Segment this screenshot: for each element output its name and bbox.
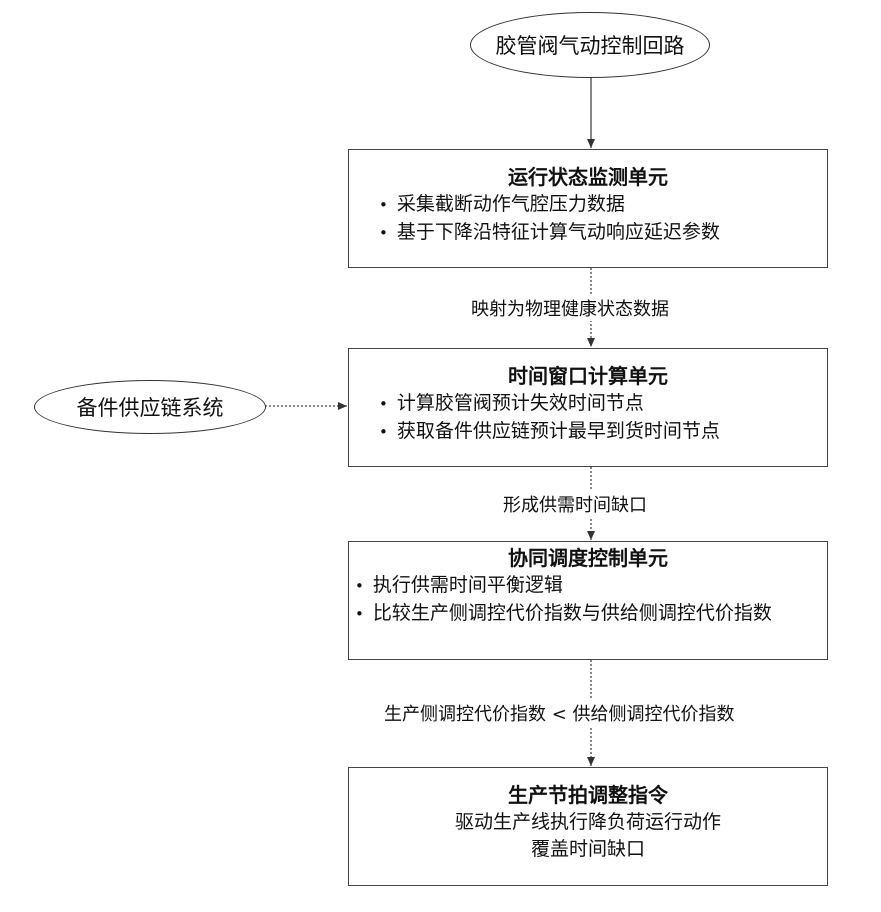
start-node: 胶管阀气动控制回路 xyxy=(470,12,710,78)
edge-label-time-gap: 形成供需时间缺口 xyxy=(503,491,647,517)
production-adjust-title: 生产节拍调整指令 xyxy=(359,782,817,809)
monitoring-unit-item: 基于下降沿特征计算气动响应延迟参数 xyxy=(379,219,817,247)
time-window-unit-item: 计算胶管阀预计失效时间节点 xyxy=(379,390,817,418)
supply-chain-node: 备件供应链系统 xyxy=(34,380,266,434)
edge-label-cost-comparison: 生产侧调控代价指数 < 供给侧调控代价指数 xyxy=(384,700,735,726)
monitoring-unit-title: 运行状态监测单元 xyxy=(359,164,817,191)
production-adjust-line: 覆盖时间缺口 xyxy=(359,836,817,863)
monitoring-unit-item: 采集截断动作气腔压力数据 xyxy=(379,191,817,219)
time-window-unit-title: 时间窗口计算单元 xyxy=(359,363,817,390)
edge-label-health-mapping: 映射为物理健康状态数据 xyxy=(471,295,669,321)
production-adjust-line: 驱动生产线执行降负荷运行动作 xyxy=(359,809,817,836)
coordination-unit-title: 协同调度控制单元 xyxy=(355,545,821,572)
coordination-unit-item: 比较生产侧调控代价指数与供给侧调控代价指数 xyxy=(355,600,821,628)
start-node-label: 胶管阀气动控制回路 xyxy=(496,30,685,60)
time-window-unit-item: 获取备件供应链预计最早到货时间节点 xyxy=(379,418,817,446)
supply-chain-node-label: 备件供应链系统 xyxy=(77,392,224,422)
coordination-unit-item: 执行供需时间平衡逻辑 xyxy=(355,572,821,600)
monitoring-unit-box: 运行状态监测单元 采集截断动作气腔压力数据 基于下降沿特征计算气动响应延迟参数 xyxy=(348,149,828,268)
coordination-unit-box: 协同调度控制单元 执行供需时间平衡逻辑 比较生产侧调控代价指数与供给侧调控代价指… xyxy=(348,541,828,660)
production-adjust-box: 生产节拍调整指令 驱动生产线执行降负荷运行动作 覆盖时间缺口 xyxy=(348,767,828,886)
time-window-unit-box: 时间窗口计算单元 计算胶管阀预计失效时间节点 获取备件供应链预计最早到货时间节点 xyxy=(348,348,828,467)
